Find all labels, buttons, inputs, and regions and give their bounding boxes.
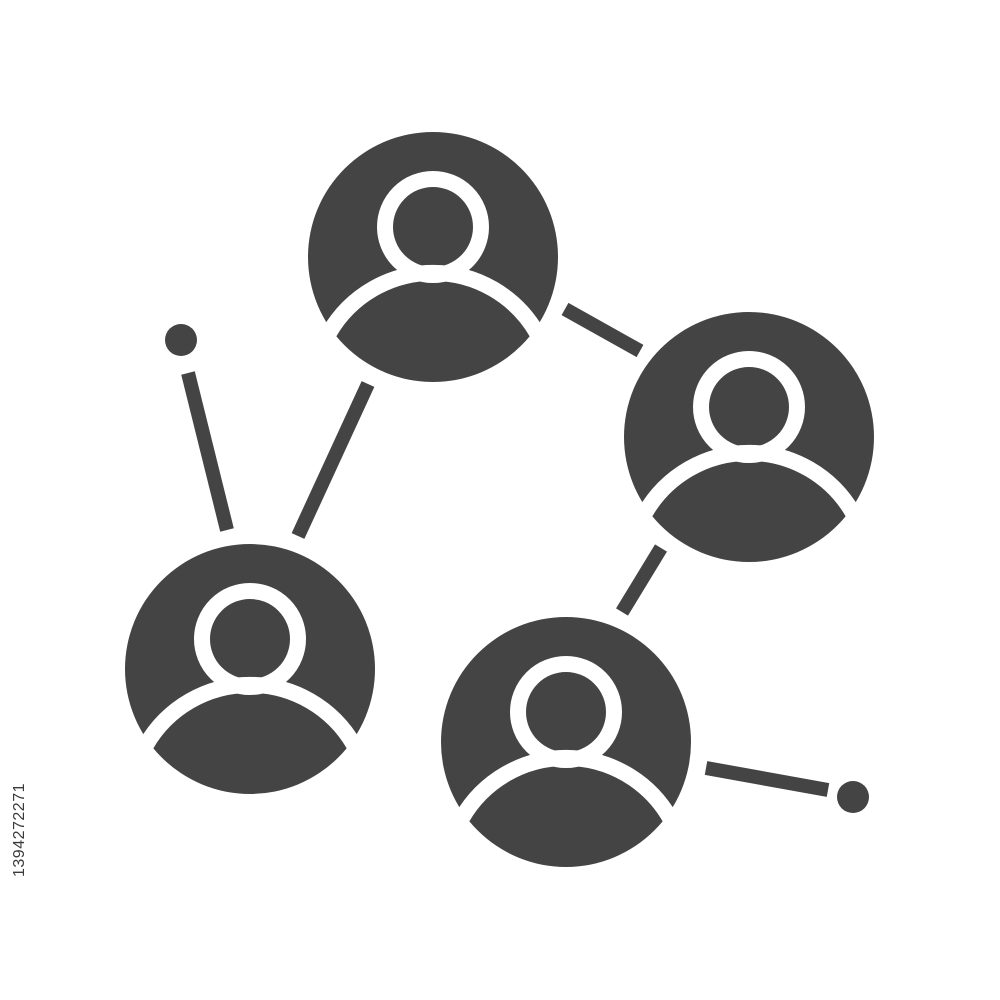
- connector-bottom-to-dot: [704, 761, 830, 797]
- connector-top-to-right: [561, 302, 644, 358]
- user-icon: [455, 656, 677, 823]
- terminal-dot-bottom-right: [837, 781, 869, 813]
- user-node-right: [624, 312, 874, 562]
- user-icon: [139, 583, 361, 750]
- connector-dot-to-left: [181, 371, 234, 532]
- user-node-bottom: [441, 617, 691, 867]
- user-shoulders-icon: [322, 264, 544, 338]
- user-head-icon: [377, 171, 489, 283]
- stock-id-watermark: 1394272271: [11, 783, 28, 877]
- user-node-top: [308, 132, 558, 382]
- user-icon: [322, 171, 544, 338]
- user-shoulders-icon: [455, 749, 677, 823]
- user-head-icon: [693, 351, 805, 463]
- terminal-dot-top-left: [165, 324, 197, 356]
- user-icon: [638, 351, 860, 518]
- connector-right-to-bottom: [616, 544, 667, 616]
- user-node-left: [125, 544, 375, 794]
- user-shoulders-icon: [638, 444, 860, 518]
- connector-top-to-left: [291, 381, 375, 539]
- connectors: [181, 302, 830, 797]
- user-head-icon: [194, 583, 306, 695]
- watermark-rail: 1394272271: [10, 0, 30, 1000]
- user-shoulders-icon: [139, 676, 361, 750]
- user-head-icon: [510, 656, 622, 768]
